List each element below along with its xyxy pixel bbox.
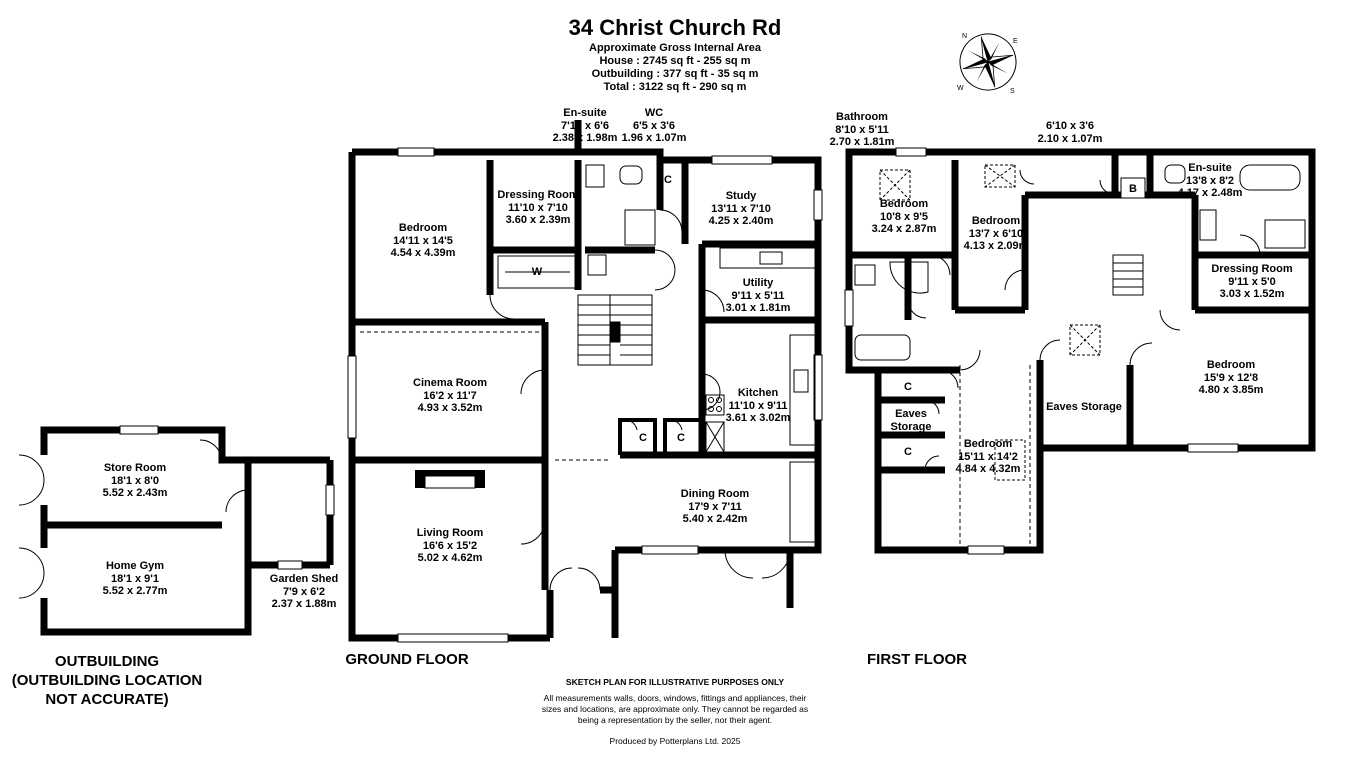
room-label-landing-cupboard: 6'10 x 3'6 2.10 x 1.07m [1037,120,1103,145]
room-label-store-room: Store Room 18'1 x 8'0 5.52 x 2.43m [102,462,168,499]
cupboard-label: C [677,432,685,444]
room-label-bedroom: Bedroom 15'9 x 12'8 4.80 x 3.85m [1198,359,1264,396]
first-floor-title: FIRST FLOOR [867,651,967,668]
eaves-storage-small-label: Eaves Storage [890,408,932,433]
ground-floor-title: GROUND FLOOR [345,651,469,668]
room-label-en-suite: En-suite 7'10 x 6'6 2.38 x 1.98m [552,107,618,144]
room-label-bedroom: Bedroom 14'11 x 14'5 4.54 x 4.39m [390,222,456,259]
footer-producer: Produced by Potterplans Ltd. 2025 [609,736,741,746]
room-label-wc: WC 6'5 x 3'6 1.96 x 1.07m [621,107,687,144]
area-outbuilding: Outbuilding : 377 sq ft - 35 sq m [591,68,759,80]
area-house: House : 2745 sq ft - 255 sq m [599,55,751,67]
first-floor-plan [844,147,1316,555]
room-label-utility: Utility 9'11 x 5'11 3.01 x 1.81m [725,277,791,314]
compass-s: S [1010,88,1015,95]
room-label-bedroom: Bedroom 13'7 x 6'10 4.13 x 2.09m [963,215,1029,252]
plan-title: 34 Christ Church Rd [568,15,782,40]
room-label-bedroom: Bedroom 10'8 x 9'5 3.24 x 2.87m [871,198,937,235]
cupboard-label: C [904,381,912,393]
room-label-living-room: Living Room 16'6 x 15'2 5.02 x 4.62m [416,527,484,564]
cupboard-label: C [904,446,912,458]
room-label-bedroom: Bedroom 15'11 x 14'2 4.84 x 4.32m [955,438,1021,475]
room-label-dining-room: Dining Room 17'9 x 7'11 5.40 x 2.42m [680,488,750,525]
room-label-kitchen: Kitchen 11'10 x 9'11 3.61 x 3.02m [725,387,791,424]
outbuilding-plan [18,425,335,636]
room-label-dressing-room: Dressing Room 9'11 x 5'0 3.03 x 1.52m [1211,263,1293,300]
area-total: Total : 3122 sq ft - 290 sq m [603,81,747,93]
ground-floor-plan [347,120,823,643]
boiler-label: B [1129,183,1137,195]
area-label: Approximate Gross Internal Area [589,42,761,54]
footer-heading: SKETCH PLAN FOR ILLUSTRATIVE PURPOSES ON… [565,677,785,687]
room-label-dressing-room: Dressing Room 11'10 x 7'10 3.60 x 2.39m [497,189,579,226]
cupboard-label: C [639,432,647,444]
room-label-home-gym: Home Gym 18'1 x 9'1 5.52 x 2.77m [102,560,168,597]
room-label-cinema-room: Cinema Room 16'2 x 11'7 4.93 x 3.52m [413,377,487,414]
room-label-study: Study 13'11 x 7'10 4.25 x 2.40m [708,190,774,227]
compass-n: N [962,33,967,40]
plan-area-heading: Approximate Gross Internal Area House : … [589,42,761,94]
wardrobe-label: W [531,266,543,278]
compass-e: E [1013,38,1018,45]
room-label-bathroom: Bathroom 8'10 x 5'11 2.70 x 1.81m [829,111,895,148]
eaves-storage-label: Eaves Storage [1046,401,1122,413]
room-label-en-suite: En-suite 13'8 x 8'2 4.17 x 2.48m [1177,162,1243,199]
room-label-garden-shed: Garden Shed 7'9 x 6'2 2.37 x 1.88m [269,573,339,610]
cupboard-label: C [664,174,672,186]
compass-w: W [957,85,964,92]
footer-disclaimer: All measurements walls, doors, windows, … [541,693,809,725]
outbuilding-title: OUTBUILDING (OUTBUILDING LOCATION NOT AC… [11,653,203,708]
